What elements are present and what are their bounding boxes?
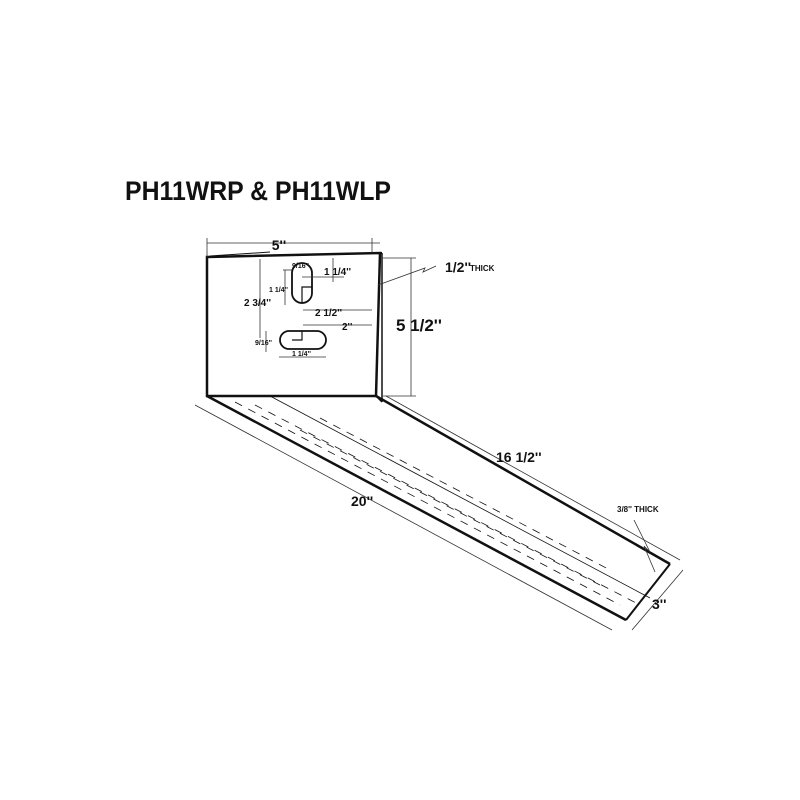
slot-length-bottom-label: 1 1/4'' — [292, 351, 311, 358]
slot-right-top-label: 2 1/2'' — [315, 308, 342, 319]
slot-from-top-label: 1 1/4'' — [324, 267, 351, 278]
slot-width-top-label: 9/16'' — [292, 263, 309, 270]
slot-right-bottom-label: 2'' — [342, 322, 352, 333]
ramp-short-length-label: 16 1/2'' — [496, 449, 542, 465]
slot-length-top-label: 1 1/4'' — [269, 287, 288, 294]
diagram-title: PH11WRP & PH11WLP — [125, 176, 391, 206]
panel-height-label: 5 1/2'' — [396, 316, 442, 335]
ramp-thickness-label: 3/8'' THICK — [617, 505, 659, 514]
slot-span-label: 2 3/4'' — [244, 298, 271, 309]
vertical-panel — [205, 251, 383, 403]
ramp-width-label: 3'' — [652, 596, 666, 612]
dimension-lines — [194, 238, 684, 631]
panel-width-label: 5'' — [272, 237, 286, 253]
ramp — [206, 394, 671, 622]
vertical-slot — [291, 262, 313, 304]
ramp-long-length-label: 20'' — [351, 493, 373, 509]
panel-thickness-label: 1/2'' — [445, 259, 471, 275]
horizontal-slot — [279, 330, 327, 350]
slot-width-bottom-label: 9/16'' — [255, 340, 272, 347]
panel-thick-word: THICK — [470, 264, 495, 273]
